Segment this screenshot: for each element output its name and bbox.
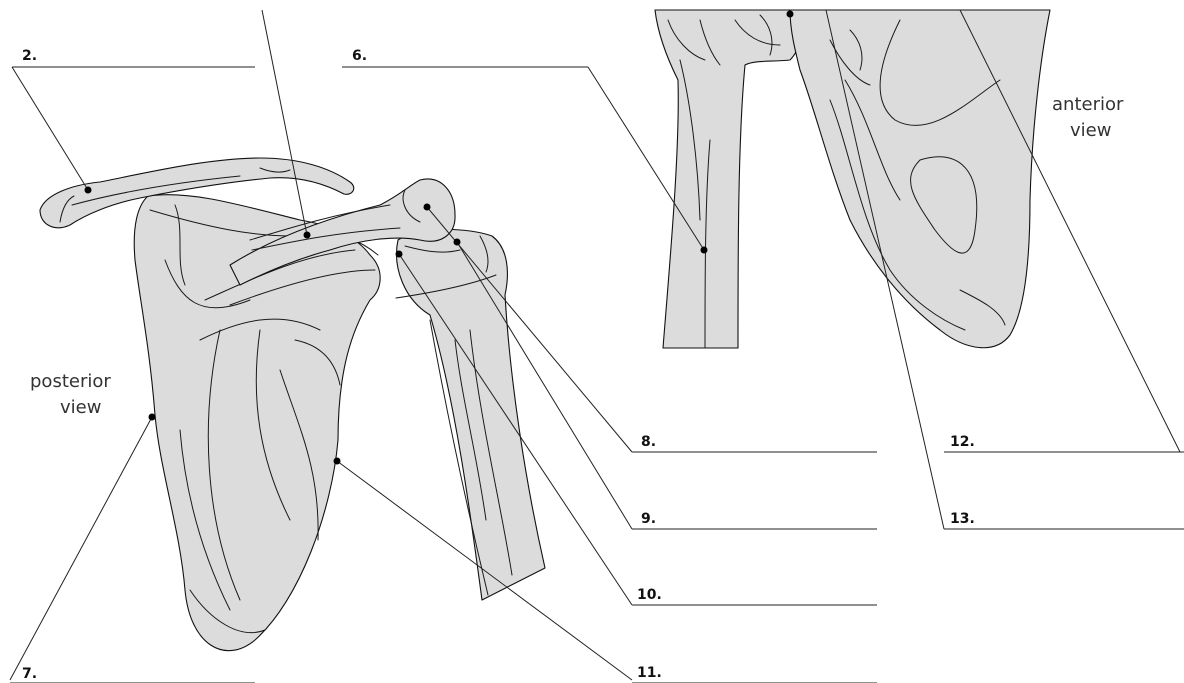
posterior-view-label-1: posterior <box>30 371 111 392</box>
marker-dot-8 <box>424 204 431 211</box>
leader-2 <box>12 67 88 190</box>
marker-dot-6 <box>701 247 708 254</box>
label-12: 12. <box>950 434 975 450</box>
label-7: 7. <box>22 666 37 682</box>
marker-dot-3 <box>304 232 311 239</box>
label-9: 9. <box>641 511 656 527</box>
label-11: 11. <box>637 665 662 681</box>
anterior-view-label-1: anterior <box>1052 94 1124 115</box>
posterior-view-label-2: view <box>60 397 101 418</box>
leader-7 <box>10 417 152 680</box>
humerus-anterior <box>655 10 802 348</box>
scapula-anterior <box>790 10 1050 348</box>
marker-dot-11 <box>334 458 341 465</box>
marker-dot-7 <box>149 414 156 421</box>
marker-dot-top <box>787 11 794 18</box>
marker-dot-10 <box>396 251 403 258</box>
anterior-view-illustration: anterior view <box>655 10 1124 348</box>
label-13: 13. <box>950 511 975 527</box>
label-6: 6. <box>352 48 367 64</box>
marker-dot-2 <box>85 187 92 194</box>
marker-dot-9 <box>454 239 461 246</box>
label-10: 10. <box>637 587 662 603</box>
label-8: 8. <box>641 434 656 450</box>
leader-3 <box>262 10 307 235</box>
posterior-view-illustration: posterior view <box>30 158 545 651</box>
label-2: 2. <box>22 48 37 64</box>
humerus-posterior <box>397 229 545 600</box>
anterior-view-label-2: view <box>1070 120 1111 141</box>
